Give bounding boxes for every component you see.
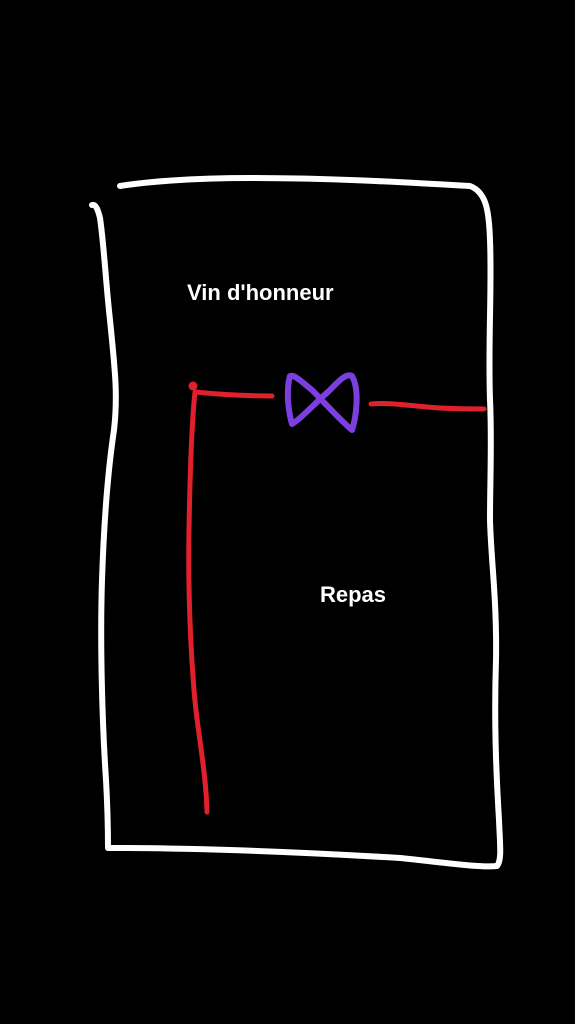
bow-tie-icon [284,372,360,433]
divider-line-right [368,400,487,412]
room-outline [89,175,504,870]
divider-line-left [186,389,275,815]
area-label-vin-d-honneur: Vin d'honneur [187,280,334,305]
area-label-repas: Repas [320,582,387,607]
divider-start-dot [188,381,198,391]
